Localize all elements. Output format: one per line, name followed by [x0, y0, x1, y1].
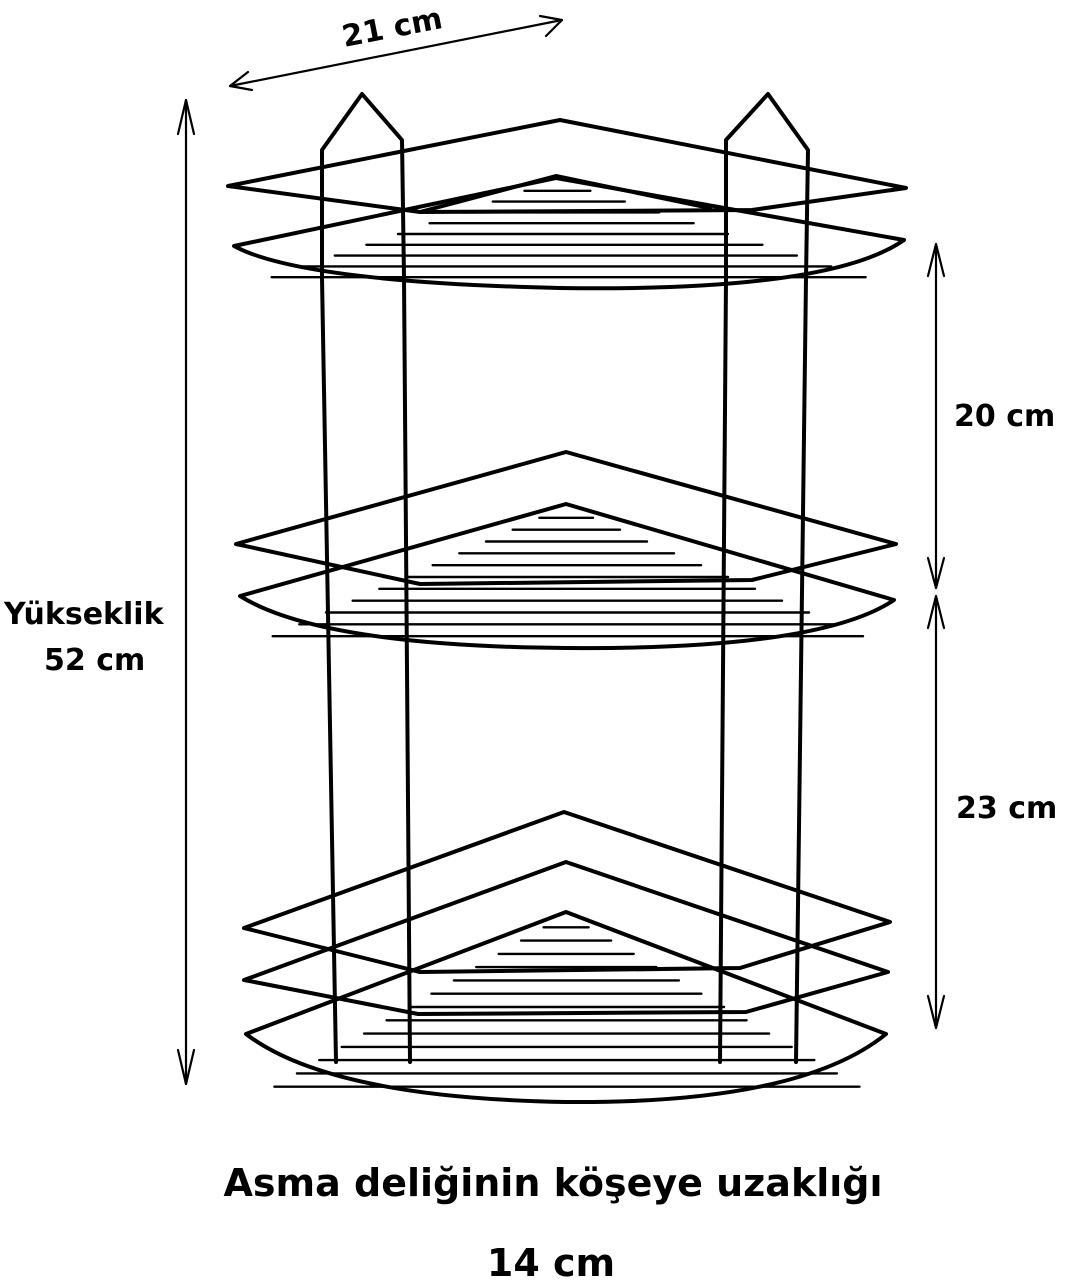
caption: Asma deliğinin köşeye uzaklığı 14 cm [224, 1161, 883, 1285]
right-hanging-hook [724, 92, 810, 280]
caption-line-1: Asma deliğinin köşeye uzaklığı [224, 1161, 883, 1205]
shelf-top-slats [270, 189, 867, 279]
total-height-arrow [176, 98, 196, 1086]
corner-shelf-rack [226, 92, 908, 1105]
height-value: 52 cm [44, 643, 145, 678]
width-arrow [228, 14, 564, 92]
left-hanging-hook [320, 92, 406, 280]
caption-line-2: 14 cm [487, 1241, 615, 1285]
shelf-middle-slats [271, 516, 865, 638]
dimension-annotations: 21 cm Yükseklik 52 cm 20 cm 23 cm [3, 1, 1057, 1086]
lower-gap-label: 23 cm [956, 791, 1057, 826]
shelf-top [226, 118, 908, 291]
shelf-bottom-rim-upper [242, 810, 892, 974]
upper-gap-arrow [926, 242, 946, 590]
shelf-bottom-rim-lower [242, 860, 890, 1016]
shelf-middle-rim [234, 450, 898, 586]
rod-left-inner [402, 276, 412, 1064]
shelf-bottom [242, 810, 892, 1105]
shelf-bottom-slats [273, 926, 861, 1088]
rod-right-outer [794, 276, 808, 1064]
height-label: Yükseklik [3, 597, 165, 632]
shelf-top-rim [226, 118, 908, 214]
support-rods [320, 92, 810, 1064]
rod-left-outer [320, 276, 338, 1064]
rod-right-inner [718, 276, 728, 1064]
shelf-middle [234, 450, 898, 651]
shelf-top-base [232, 176, 906, 291]
shelf-bottom-base [244, 910, 888, 1105]
upper-gap-label: 20 cm [954, 399, 1055, 434]
lower-gap-arrow [926, 594, 946, 1030]
